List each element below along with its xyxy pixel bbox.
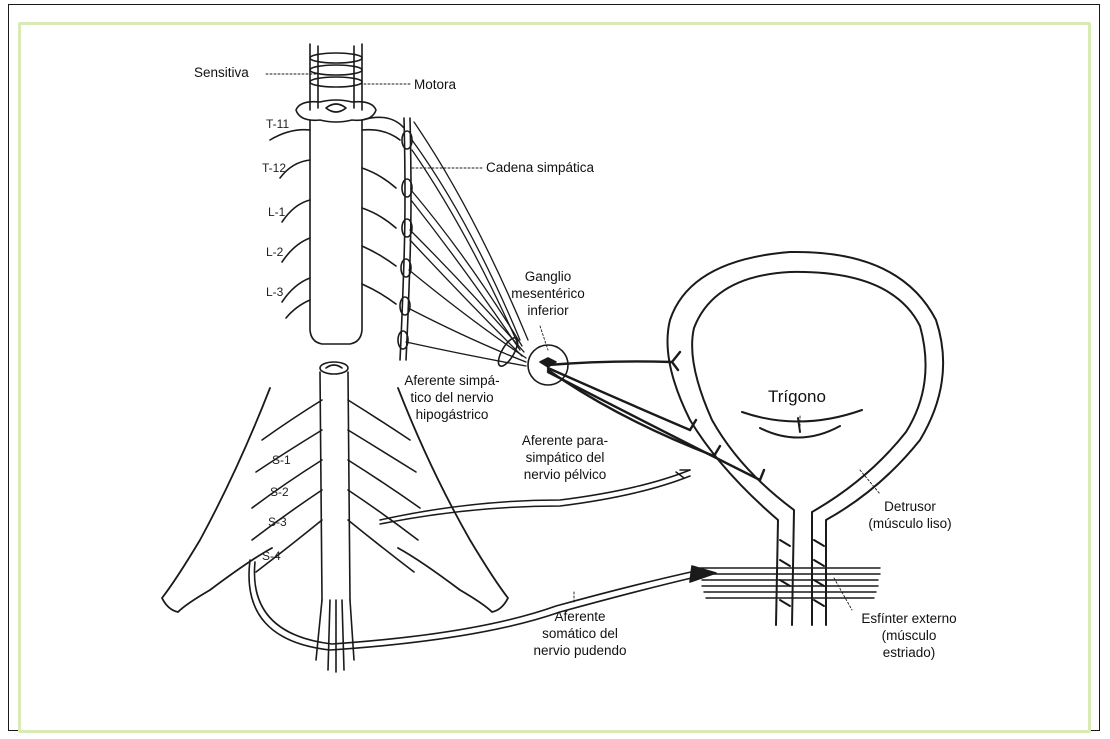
- label-aferente-parasimpatico-line3: nervio pélvico: [510, 466, 620, 483]
- upper-spinal-cord: [270, 44, 404, 344]
- vertebra-label-s3: S-3: [268, 514, 287, 531]
- vertebra-label-s4: S-4: [262, 548, 281, 565]
- vertebra-label-s1: S-1: [272, 452, 291, 469]
- vertebra-label-t11: T-11: [266, 116, 289, 133]
- label-trigono: Trígono: [768, 388, 826, 405]
- vertebra-label-l2: L-2: [266, 244, 283, 261]
- label-sensitiva: Sensitiva: [194, 64, 249, 81]
- label-ganglio-line1: Ganglio: [498, 268, 598, 285]
- label-aferente-somatico-line1: Aferente: [520, 608, 640, 625]
- label-aferente-simpatico-line2: tico del nervio: [396, 389, 508, 406]
- leader-lines: [266, 74, 880, 610]
- label-detrusor-line1: Detrusor: [852, 498, 968, 515]
- external-sphincter: [700, 568, 880, 598]
- label-ganglio-line2: mesentérico: [498, 285, 598, 302]
- label-aferente-simpatico: Aferente simpá- tico del nervio hipogást…: [396, 372, 508, 423]
- label-aferente-parasimpatico: Aferente para- simpático del nervio pélv…: [510, 432, 620, 483]
- label-ganglio-line3: inferior: [498, 302, 598, 319]
- label-cadena-simpatica: Cadena simpática: [486, 159, 594, 176]
- label-esfinter-line2: (músculo: [846, 627, 972, 644]
- label-aferente-somatico-line2: somático del: [520, 625, 640, 642]
- label-aferente-somatico-line3: nervio pudendo: [520, 642, 640, 659]
- label-aferente-parasimpatico-line1: Aferente para-: [510, 432, 620, 449]
- label-ganglio: Ganglio mesentérico inferior: [498, 268, 598, 319]
- label-esfinter-line1: Esfínter externo: [846, 610, 972, 627]
- label-detrusor-line2: (músculo liso): [852, 515, 968, 532]
- vertebra-label-t12: T-12: [262, 160, 286, 177]
- label-motora: Motora: [414, 76, 456, 93]
- label-detrusor: Detrusor (músculo liso): [852, 498, 968, 532]
- label-aferente-somatico: Aferente somático del nervio pudendo: [520, 608, 640, 659]
- vertebra-label-s2: S-2: [270, 484, 289, 501]
- label-aferente-parasimpatico-line2: simpático del: [510, 449, 620, 466]
- sympathetic-chain: [398, 118, 412, 360]
- label-aferente-simpatico-line3: hipogástrico: [396, 406, 508, 423]
- label-esfinter-line3: estriado): [846, 644, 972, 661]
- label-aferente-simpatico-line1: Aferente simpá-: [396, 372, 508, 389]
- vertebra-label-l1: L-1: [268, 204, 285, 221]
- label-esfinter-externo: Esfínter externo (músculo estriado): [846, 610, 972, 661]
- bladder: [668, 252, 944, 625]
- vertebra-label-l3: L-3: [266, 284, 283, 301]
